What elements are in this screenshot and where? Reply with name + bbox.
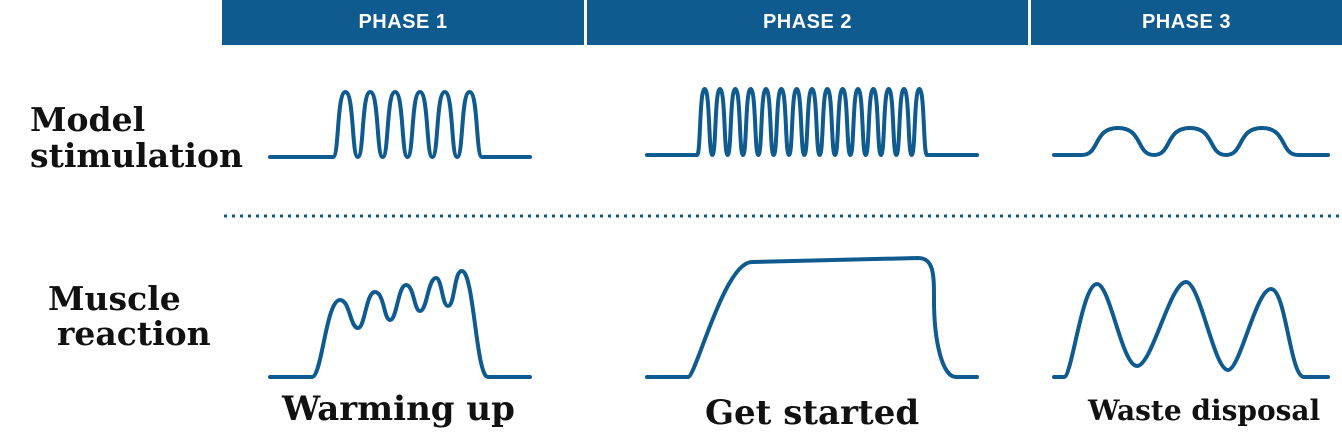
model-stimulation-label-line1: Model: [30, 100, 146, 139]
muscle-reaction-label-line2: reaction: [57, 314, 211, 353]
muscle-reaction-label-line1: Muscle: [48, 279, 181, 318]
stimulation-wave-phase-2: [645, 87, 979, 157]
stimulation-wave-phase-3: [1052, 126, 1330, 157]
phase-3-header: PHASE 3: [1031, 0, 1342, 45]
stimulation-wave-phase-1: [268, 90, 532, 159]
phase-1-caption: Warming up: [282, 389, 515, 429]
muscle-reaction-wave-phase-2: [645, 256, 979, 379]
phase-1-header: PHASE 1: [222, 0, 584, 45]
phase-2-caption: Get started: [705, 393, 920, 433]
model-stimulation-label-line2: stimulation: [30, 136, 243, 175]
phase-2-header: PHASE 2: [587, 0, 1028, 45]
muscle-reaction-wave-phase-1: [268, 269, 532, 379]
phase-3-caption: Waste disposal: [1088, 394, 1321, 427]
muscle-reaction-wave-phase-3: [1052, 280, 1330, 379]
